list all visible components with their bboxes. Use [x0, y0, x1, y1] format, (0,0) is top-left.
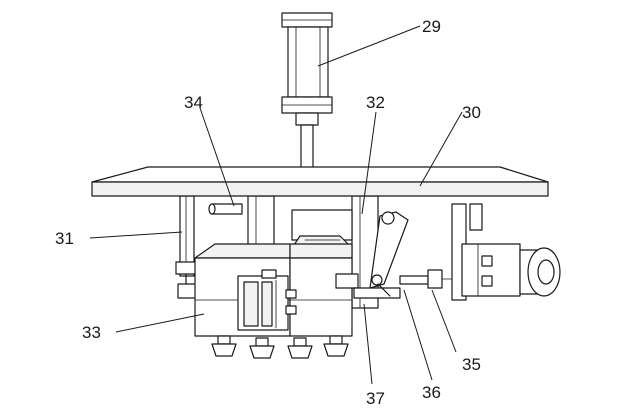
callout-35: 35	[462, 355, 481, 374]
frame-structure	[175, 195, 561, 359]
callout-31: 31	[55, 229, 74, 248]
top-plate	[91, 166, 549, 197]
suction-cups	[211, 335, 349, 359]
callout-36: 36	[422, 383, 441, 402]
linkage-arm	[335, 211, 471, 299]
callout-labels: 29 30 31 32 33 34 35 36 37	[55, 17, 481, 408]
callout-30: 30	[462, 103, 481, 122]
callout-33: 33	[82, 323, 101, 342]
leader-lines	[89, 25, 463, 385]
cylinder-assembly	[281, 12, 333, 182]
callout-37: 37	[366, 389, 385, 408]
callout-29: 29	[422, 17, 441, 36]
callout-34: 34	[184, 93, 203, 112]
callout-32: 32	[366, 93, 385, 112]
motor-assembly	[461, 243, 561, 297]
